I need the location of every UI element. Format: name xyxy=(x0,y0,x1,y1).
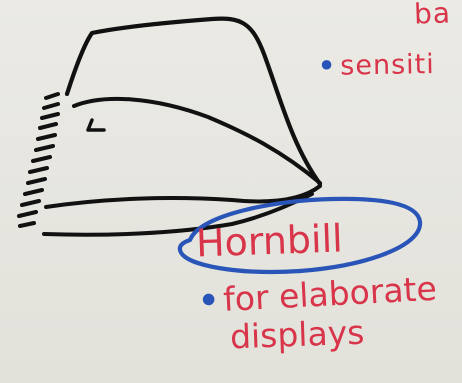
sensitive-bullet-line: •sensiti xyxy=(318,51,435,80)
hornbill-label: Hornbill xyxy=(195,219,343,262)
displays-text: displays xyxy=(229,316,364,354)
bullet-dot: • xyxy=(318,51,337,82)
bullet-dot: • xyxy=(197,280,220,320)
partial-text-top: ba xyxy=(414,0,452,29)
sensitive-text: sensiti xyxy=(340,49,435,82)
